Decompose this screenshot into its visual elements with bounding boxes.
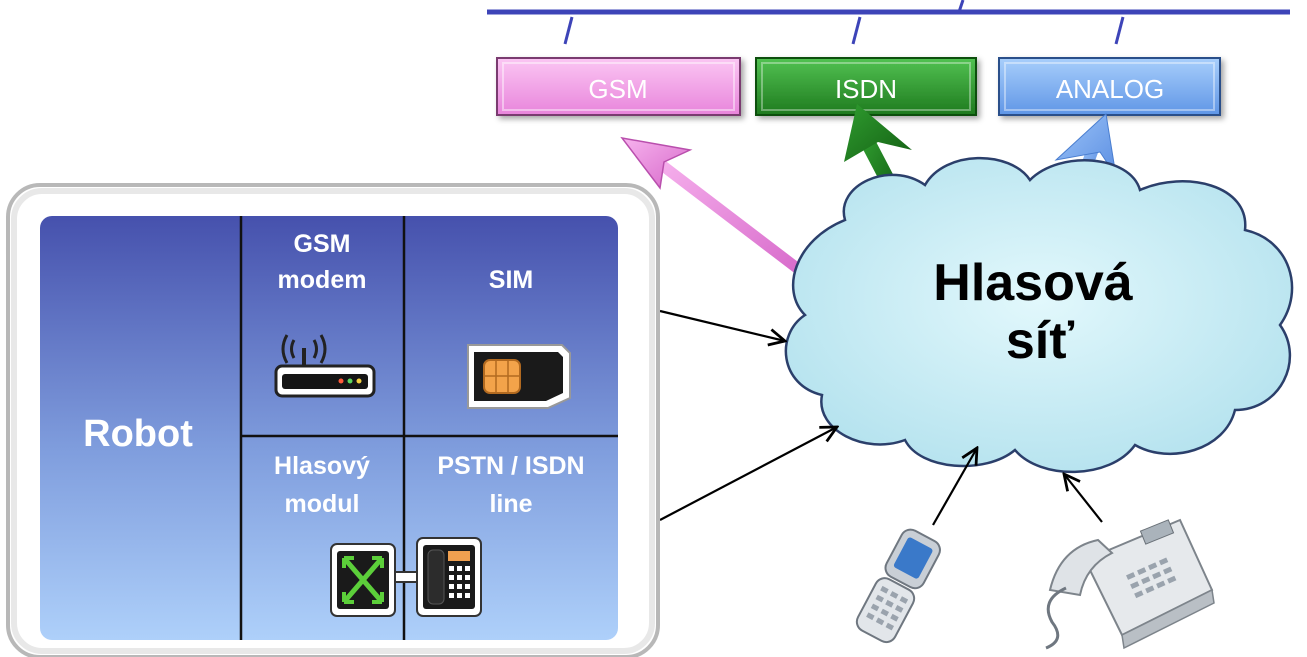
bus-uplink <box>957 0 965 13</box>
pstn-label-line1: PSTN / ISDN <box>437 452 584 480</box>
network-box-gsm: GSM <box>496 57 741 116</box>
robot-title: Robot <box>83 413 193 455</box>
voice-module-icon <box>330 543 420 617</box>
desk-phone-icon <box>416 537 482 617</box>
gsm-modem-label-line2: modem <box>278 266 367 294</box>
analog-bus-tap <box>1114 16 1125 45</box>
arrow-robot-pstn-to-cloud <box>659 427 837 521</box>
network-label-analog: ANALOG <box>1056 74 1164 104</box>
mobile-phone-icon <box>855 528 941 644</box>
voice-module-label-line1: Hlasový <box>274 452 370 480</box>
pstn-label-line2: line <box>489 490 532 518</box>
arrow-robot-gsm-to-cloud <box>659 309 785 341</box>
isdn-bus-tap <box>851 16 862 45</box>
office-phone-icon <box>1045 518 1215 650</box>
gsm-bus-tap <box>563 16 574 45</box>
cloud-label-line1: Hlasová <box>933 254 1134 312</box>
sim-label: SIM <box>489 266 533 294</box>
network-label-gsm: GSM <box>588 74 647 104</box>
network-box-isdn: ISDN <box>755 57 977 116</box>
arrow-deskphone-to-cloud <box>1064 474 1103 523</box>
network-label-isdn: ISDN <box>835 74 897 104</box>
voice-module-label-line2: modul <box>285 490 360 518</box>
sim-card-icon <box>467 344 571 409</box>
gsm-modem-label-line1: GSM <box>294 230 351 258</box>
voice-network-cloud: Hlasová síť <box>784 156 1294 474</box>
network-bus <box>487 0 1290 45</box>
robot-frame <box>6 183 660 657</box>
network-box-analog: ANALOG <box>998 57 1221 116</box>
arrow-mobile-to-cloud <box>932 448 977 526</box>
cloud-label-line2: síť <box>1006 312 1074 370</box>
arrow-cloud-to-gsm <box>620 136 816 284</box>
gsm-modem-icon <box>274 334 376 398</box>
